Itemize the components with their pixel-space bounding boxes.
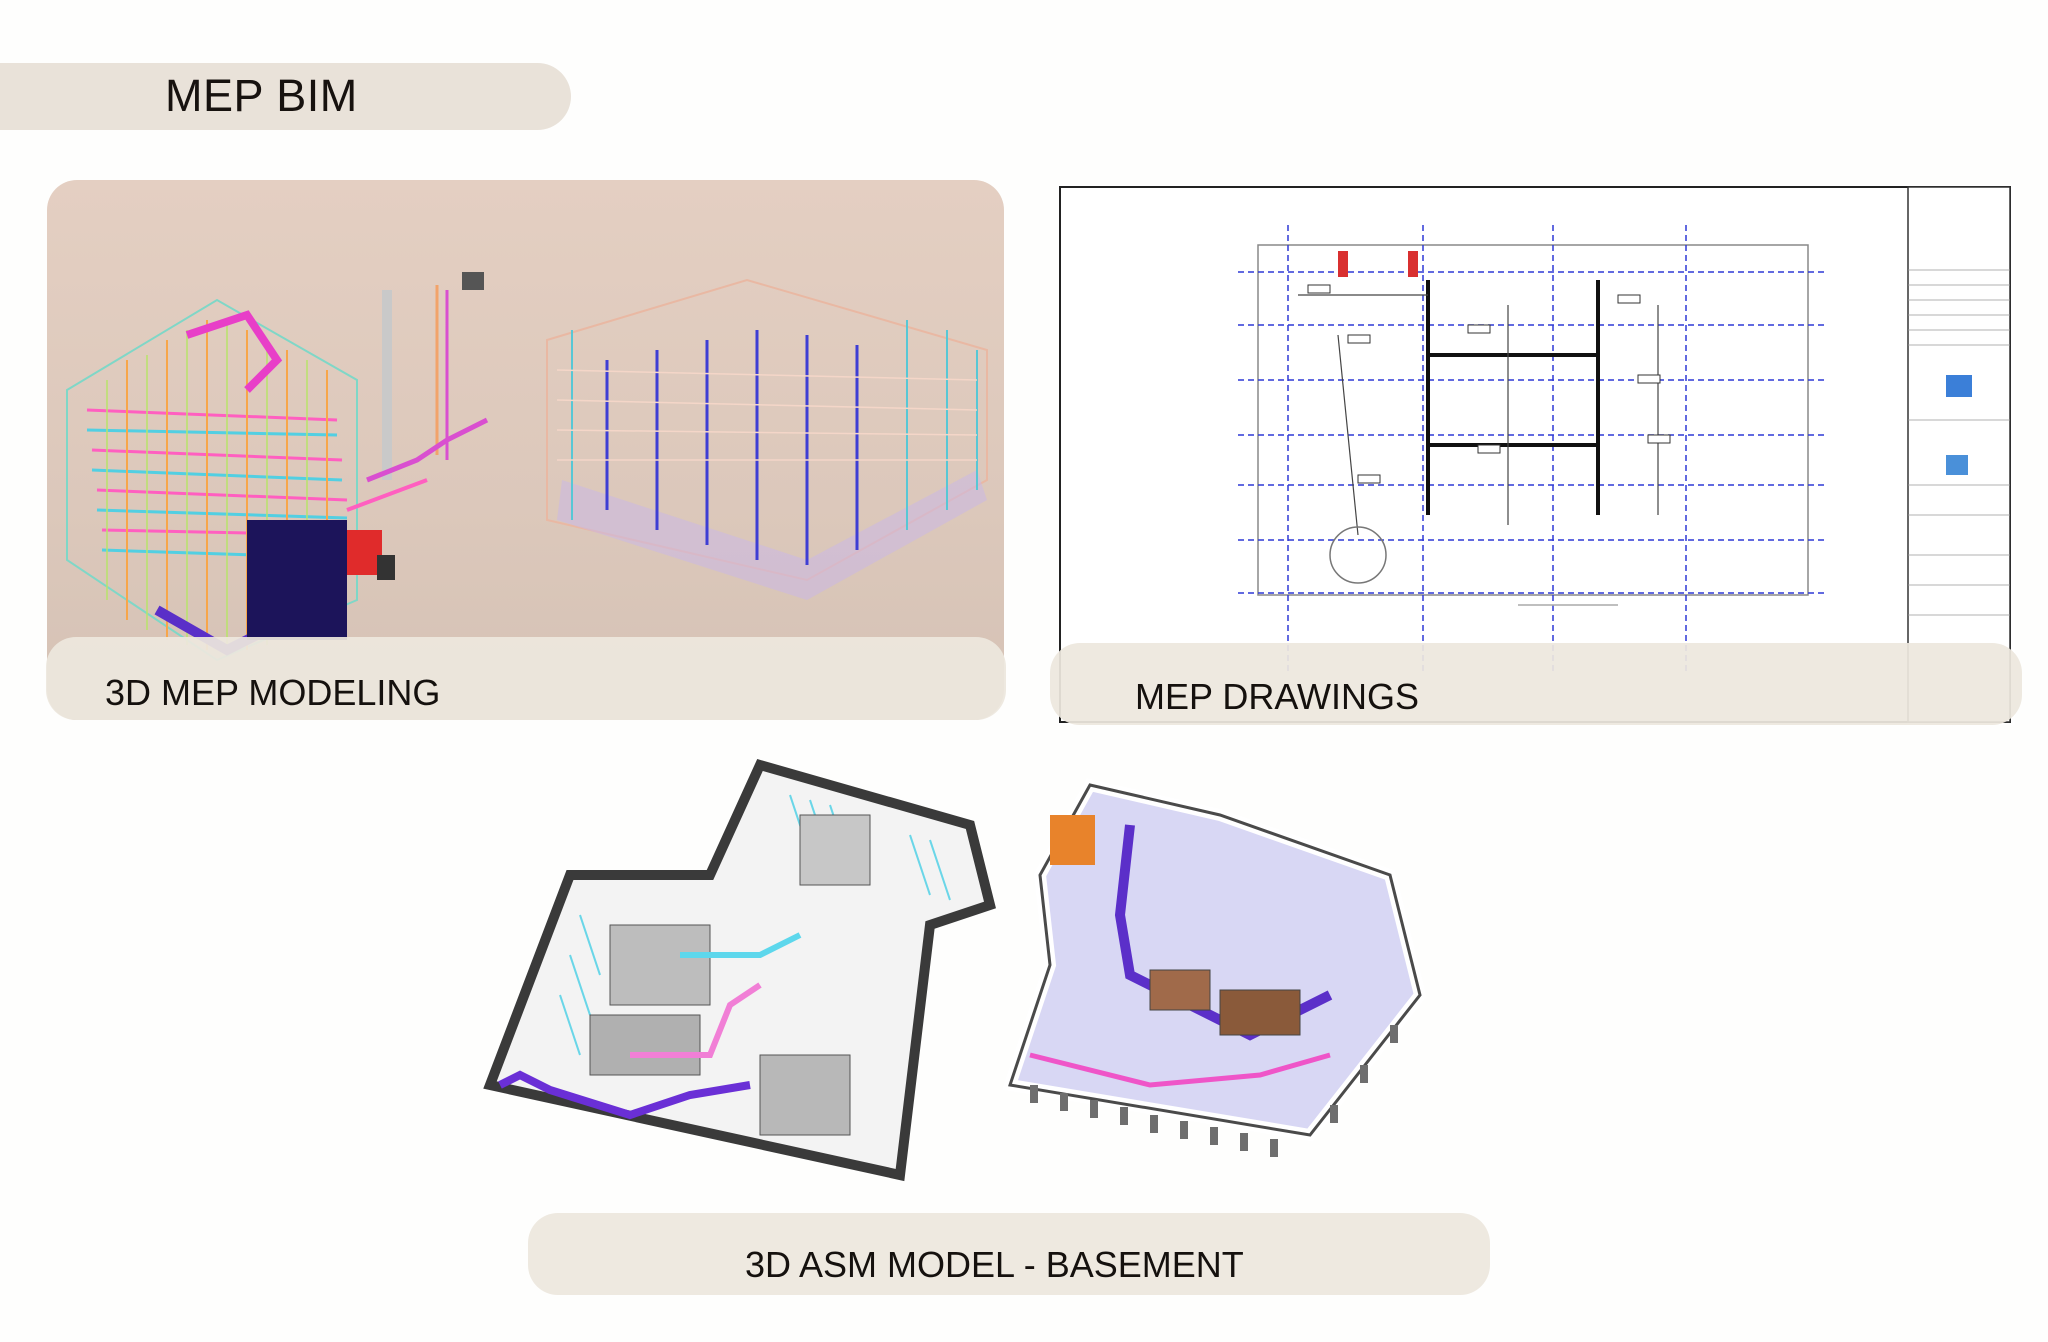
drawings-caption: MEP DRAWINGS	[1135, 676, 1420, 717]
basement-model-render	[430, 755, 1540, 1225]
drawings-caption-bar	[1050, 643, 2022, 725]
basement-caption-bar	[528, 1213, 1490, 1295]
title-pill	[0, 63, 571, 130]
mep-drawing-sheet	[1058, 185, 2015, 725]
modeling-caption-bar	[46, 637, 1006, 720]
page-title: MEP BIM	[165, 70, 358, 121]
modeling-caption: 3D MEP MODELING	[105, 672, 441, 713]
mep-modeling-render	[47, 180, 1004, 720]
basement-caption: 3D ASM MODEL - BASEMENT	[745, 1244, 1244, 1285]
